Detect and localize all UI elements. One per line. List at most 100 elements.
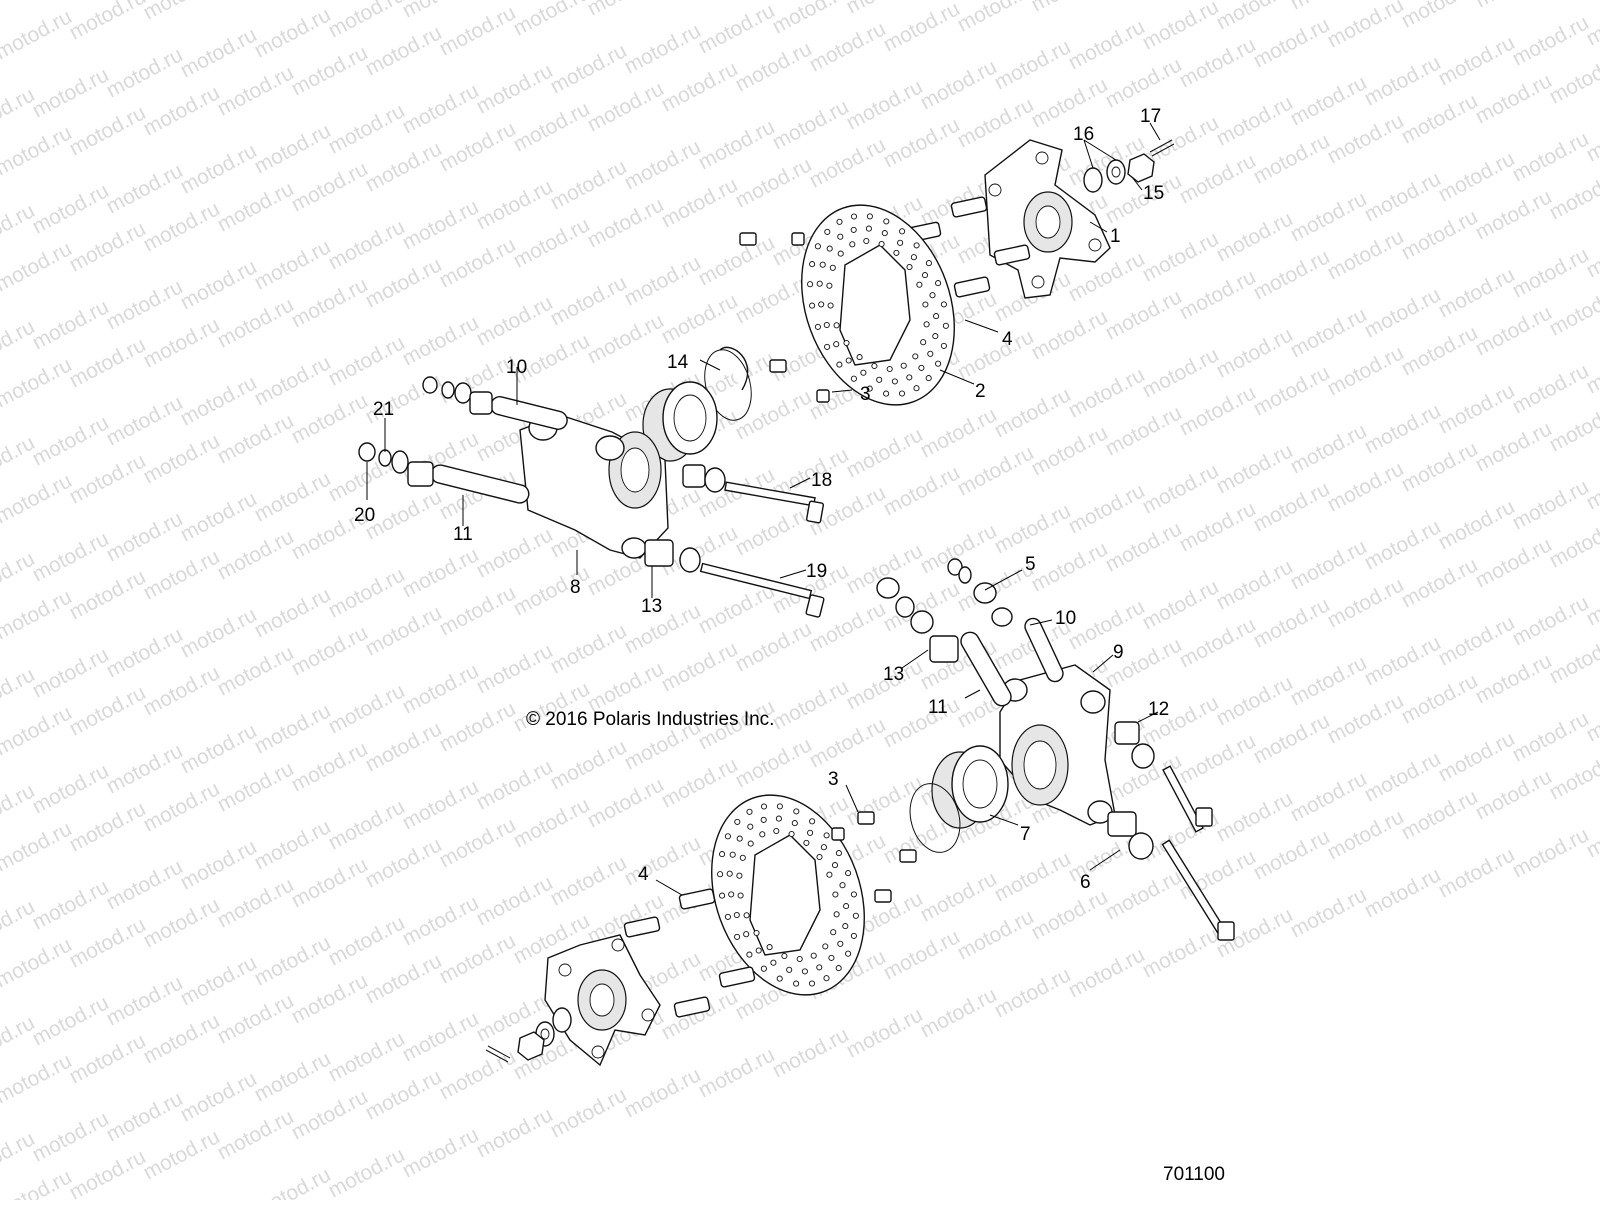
- watermark-text: motod.ru: [1287, 651, 1371, 710]
- watermark-text: motod.ru: [1546, 745, 1600, 804]
- rotor-hole: [836, 851, 841, 856]
- callout-7: 7: [1020, 824, 1031, 845]
- callout-13-lower: 13: [883, 664, 904, 685]
- watermark-text: motod.ru: [0, 353, 76, 412]
- callout-10-lower: 10: [1055, 608, 1076, 629]
- watermark-text: motod.ru: [0, 779, 39, 838]
- rotor-hole: [851, 227, 856, 232]
- watermark-text: motod.ru: [251, 815, 335, 874]
- watermark-text: motod.ru: [658, 289, 742, 348]
- watermark-text: motod.ru: [769, 0, 853, 38]
- watermark-text: motod.ru: [29, 63, 113, 122]
- rotor-hole: [797, 956, 802, 961]
- watermark-text: motod.ru: [1361, 167, 1445, 226]
- watermark-text: motod.ru: [177, 23, 261, 82]
- watermark-text: motod.ru: [362, 717, 446, 776]
- watermark-text: motod.ru: [621, 251, 705, 310]
- watermark-text: motod.ru: [362, 137, 446, 196]
- watermark-text: motod.ru: [695, 231, 779, 290]
- rotor-hole: [761, 966, 766, 971]
- watermark-text: motod.ru: [843, 423, 927, 482]
- rotor-hole: [923, 302, 928, 307]
- watermark-text: motod.ru: [399, 0, 483, 22]
- watermark-text: motod.ru: [362, 949, 446, 1008]
- watermark-text: motod.ru: [251, 931, 335, 990]
- watermark-text: motod.ru: [473, 523, 557, 582]
- watermark-text: motod.ru: [1324, 805, 1408, 864]
- watermark-text: motod.ru: [436, 233, 520, 292]
- watermark-text: motod.ru: [1509, 823, 1593, 882]
- rotor-hole: [851, 214, 856, 219]
- watermark-text: motod.ru: [1472, 0, 1556, 12]
- watermark-text: motod.ru: [954, 0, 1038, 36]
- watermark-text: motod.ru: [251, 351, 335, 410]
- watermark-text: motod.ru: [1435, 611, 1519, 670]
- watermark-text: motod.ru: [1176, 497, 1260, 556]
- rotor-hole: [851, 933, 856, 938]
- watermark-text: motod.ru: [214, 1105, 298, 1164]
- watermark-text: motod.ru: [1435, 147, 1519, 206]
- watermark-text: motod.ru: [0, 585, 76, 644]
- watermark-text: motod.ru: [66, 101, 150, 160]
- watermark-text: motod.ru: [288, 157, 372, 216]
- rotor-hole: [832, 863, 837, 868]
- callout-6: 6: [1080, 872, 1091, 893]
- watermark-text: motod.ru: [103, 623, 187, 682]
- watermark-text: motod.ru: [880, 925, 964, 984]
- watermark-text: motod.ru: [0, 1011, 39, 1070]
- watermark-text: motod.ru: [362, 601, 446, 660]
- watermark-text: motod.ru: [1176, 613, 1260, 672]
- watermark-text: motod.ru: [0, 701, 76, 760]
- rotor-hole: [777, 976, 782, 981]
- watermark-text: motod.ru: [1250, 593, 1334, 652]
- watermark-text: motod.ru: [325, 0, 409, 42]
- watermark-text: motod.ru: [843, 1003, 927, 1062]
- watermark-text: motod.ru: [473, 291, 557, 350]
- rotor-hole: [837, 219, 842, 224]
- watermark-text: motod.ru: [1398, 321, 1482, 380]
- rotor-hole: [882, 231, 887, 236]
- watermark-text: motod.ru: [325, 1143, 409, 1200]
- rotor-hole: [821, 845, 826, 850]
- watermark-text: motod.ru: [140, 545, 224, 604]
- figure-number: 701100: [1163, 1164, 1225, 1185]
- watermark-text: motod.ru: [954, 905, 1038, 964]
- watermark-text: motod.ru: [325, 215, 409, 274]
- watermark-text: motod.ru: [29, 295, 113, 354]
- watermark-text: motod.ru: [103, 855, 187, 914]
- watermark-text: motod.ru: [843, 75, 927, 134]
- watermark-text: motod.ru: [510, 213, 594, 272]
- watermark-text: motod.ru: [1435, 727, 1519, 786]
- rotor-hole: [879, 241, 884, 246]
- callout-2: 2: [975, 381, 986, 402]
- watermark-text: motod.ru: [584, 77, 668, 136]
- rotor-hole: [823, 944, 828, 949]
- watermark-text: motod.ru: [732, 501, 816, 560]
- watermark-text: motod.ru: [288, 621, 372, 680]
- watermark-text: motod.ru: [1509, 475, 1593, 534]
- watermark-text: motod.ru: [177, 255, 261, 314]
- watermark-text: motod.ru: [1287, 535, 1371, 594]
- watermark-text: motod.ru: [399, 1007, 483, 1066]
- rotor-hole: [850, 242, 855, 247]
- watermark-text: motod.ru: [917, 403, 1001, 462]
- watermark-text: motod.ru: [1361, 631, 1445, 690]
- rotor-hole: [866, 226, 871, 231]
- watermark-text: motod.ru: [991, 35, 1075, 94]
- rotor-hole: [892, 379, 897, 384]
- watermark-text: motod.ru: [0, 817, 76, 876]
- watermark-text: motod.ru: [436, 697, 520, 756]
- callout-3-lower: 3: [828, 769, 839, 790]
- watermark-text: motod.ru: [362, 253, 446, 312]
- rotor-hole: [901, 363, 906, 368]
- watermark-text: motod.ru: [1361, 51, 1445, 110]
- rotor-hole: [744, 913, 749, 918]
- rotor-hole: [824, 833, 829, 838]
- rotor-hole: [734, 912, 739, 917]
- watermark-text: motod.ru: [251, 583, 335, 642]
- rotor-hole: [837, 362, 842, 367]
- watermark-text: motod.ru: [806, 17, 890, 76]
- watermark-text: motod.ru: [1139, 575, 1223, 634]
- watermark-text: motod.ru: [473, 639, 557, 698]
